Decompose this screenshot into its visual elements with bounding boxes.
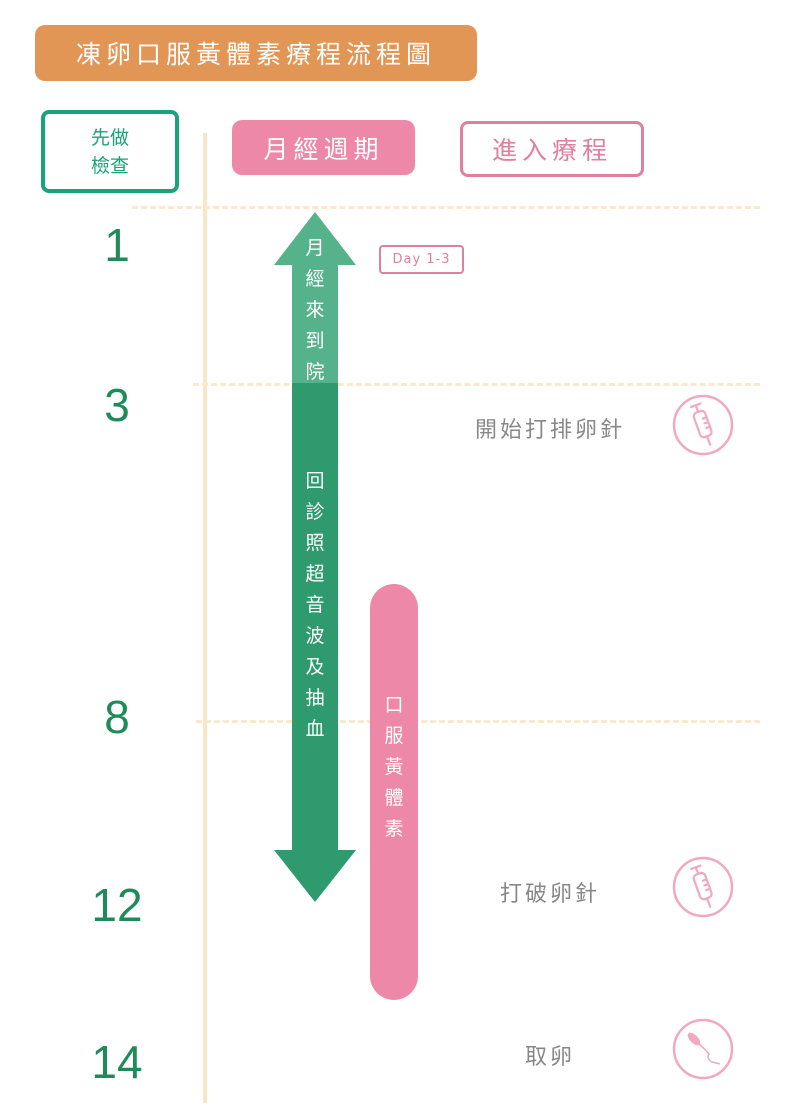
day-label: 12 xyxy=(91,879,143,931)
day-label: 1 xyxy=(104,219,130,271)
cycle-header: 月經週期 xyxy=(232,120,415,175)
arrow-top-text: 月經來到院 xyxy=(305,237,325,383)
sperm-icon xyxy=(672,1018,734,1080)
divider xyxy=(132,206,760,209)
divider xyxy=(196,720,760,723)
day-label: 3 xyxy=(104,379,130,431)
divider xyxy=(193,383,760,386)
syringe-icon xyxy=(672,394,734,456)
page-title: 凍卵口服黃體素療程流程圖 xyxy=(35,25,477,81)
pre-check-line2: 檢查 xyxy=(90,154,129,177)
day-label: 8 xyxy=(104,691,130,743)
medication-bar xyxy=(370,584,418,1000)
day-label: 14 xyxy=(91,1036,143,1088)
syringe-icon xyxy=(672,856,734,918)
step-trigger-injection: 打破卵針 xyxy=(499,882,601,907)
pre-check-line1: 先做 xyxy=(90,126,129,149)
timeline-axis xyxy=(203,133,207,1103)
arrow-bottom-text: 回診照超音波及抽血 xyxy=(305,470,325,740)
step-ovulation-injection: 開始打排卵針 xyxy=(474,418,626,443)
double-arrow xyxy=(274,212,356,902)
pre-check-box: 先做 檢查 xyxy=(41,110,179,193)
step-egg-retrieval: 取卵 xyxy=(524,1045,576,1070)
day-badge: Day 1-3 xyxy=(379,245,464,274)
treatment-header: 進入療程 xyxy=(460,121,644,177)
medication-text: 口服黃體素 xyxy=(384,694,404,840)
